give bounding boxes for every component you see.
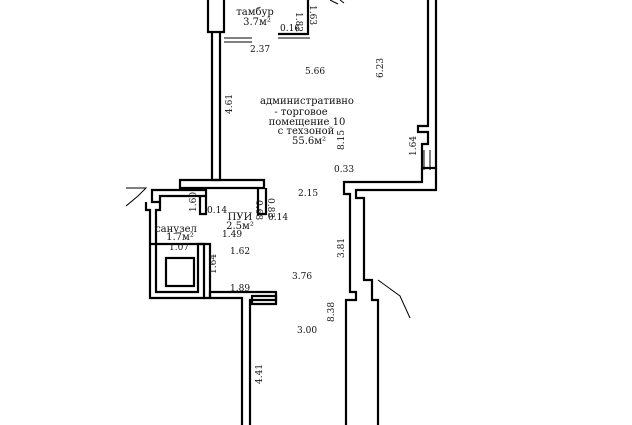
dim-0-83: 0.83 bbox=[265, 198, 275, 218]
wall-puy-left bbox=[198, 196, 208, 216]
wall-tambur-box bbox=[278, 0, 310, 36]
dim-2-15: 2.15 bbox=[298, 189, 318, 199]
dim-8-38: 8.38 bbox=[327, 302, 337, 322]
dim-2-37: 2.37 bbox=[250, 45, 270, 55]
dim-0-68: 0.68 bbox=[253, 200, 263, 220]
room-sanuzel-area: 1.7м² bbox=[166, 232, 194, 243]
openings bbox=[125, 0, 411, 319]
dim-1-63: 1.63 bbox=[307, 5, 317, 25]
dim-1-89: 1.89 bbox=[230, 284, 250, 294]
dim-6-23: 6.23 bbox=[376, 58, 386, 78]
dim-3-00: 3.00 bbox=[297, 326, 317, 336]
door-right-lower bbox=[377, 279, 411, 319]
dim-1-07: 1.07 bbox=[169, 243, 189, 253]
dim-3-81: 3.81 bbox=[337, 238, 347, 258]
dim-0-33: 0.33 bbox=[334, 165, 354, 175]
dim-4-41: 4.41 bbox=[255, 364, 265, 384]
wall-left-main bbox=[210, 32, 222, 182]
dim-0-16: 0.16 bbox=[280, 24, 300, 34]
window-tambur bbox=[224, 37, 252, 43]
room-main-line3: помещение 10 bbox=[269, 117, 346, 128]
wall-middle-left bbox=[150, 188, 208, 204]
dim-1-62: 1.62 bbox=[230, 247, 250, 257]
room-puy-name: ПУИ bbox=[228, 212, 253, 223]
room-tambur-area: 3.7м² bbox=[243, 17, 271, 28]
room-puy-area: 2.5м² bbox=[226, 221, 254, 232]
dim-1-64-right: 1.64 bbox=[409, 136, 419, 156]
wall-right-lower-inner bbox=[354, 168, 438, 425]
dimension-labels: 1.82 1.63 0.16 2.37 5.66 6.23 4.61 8.15 … bbox=[169, 5, 419, 384]
wall-corridor-left bbox=[204, 296, 252, 425]
door-left-lower bbox=[125, 187, 148, 207]
room-main-line4: с техзоной bbox=[278, 126, 335, 137]
room-sanuzel-name: санузел bbox=[155, 224, 197, 235]
room-main-line1: административно bbox=[260, 96, 354, 107]
walls bbox=[144, 0, 438, 425]
hatch-top-right bbox=[329, 0, 345, 5]
dim-1-82: 1.82 bbox=[293, 12, 303, 32]
dim-1-64-left: 1.64 bbox=[209, 254, 219, 274]
wall-right-main bbox=[416, 0, 438, 170]
wall-block-right bbox=[250, 294, 278, 306]
room-labels: тамбур 3.7м² административно - торговое … bbox=[155, 7, 354, 243]
dim-0-14-left: 0.14 bbox=[207, 206, 227, 216]
ventilation-shaft bbox=[164, 256, 196, 288]
dim-5-66: 5.66 bbox=[305, 67, 325, 77]
wall-middle-horizontal bbox=[178, 178, 266, 190]
wall-right-lower bbox=[342, 168, 424, 425]
wall-post-right bbox=[423, 150, 431, 170]
room-main-area: 55.6м² bbox=[292, 136, 326, 147]
dim-1-60: 1.60 bbox=[189, 192, 199, 212]
room-main-line2: - торговое bbox=[274, 107, 327, 118]
room-tambur-name: тамбур bbox=[236, 7, 274, 18]
wall-puy-right bbox=[256, 188, 268, 216]
dim-1-49: 1.49 bbox=[222, 230, 242, 240]
wall-sanuzel-right bbox=[204, 242, 212, 298]
wall-top-left-stub bbox=[206, 0, 226, 34]
dim-8-15: 8.15 bbox=[337, 130, 347, 150]
dim-4-61: 4.61 bbox=[225, 94, 235, 114]
dim-3-76: 3.76 bbox=[292, 272, 312, 282]
dim-0-14-right: 0.14 bbox=[268, 213, 288, 223]
